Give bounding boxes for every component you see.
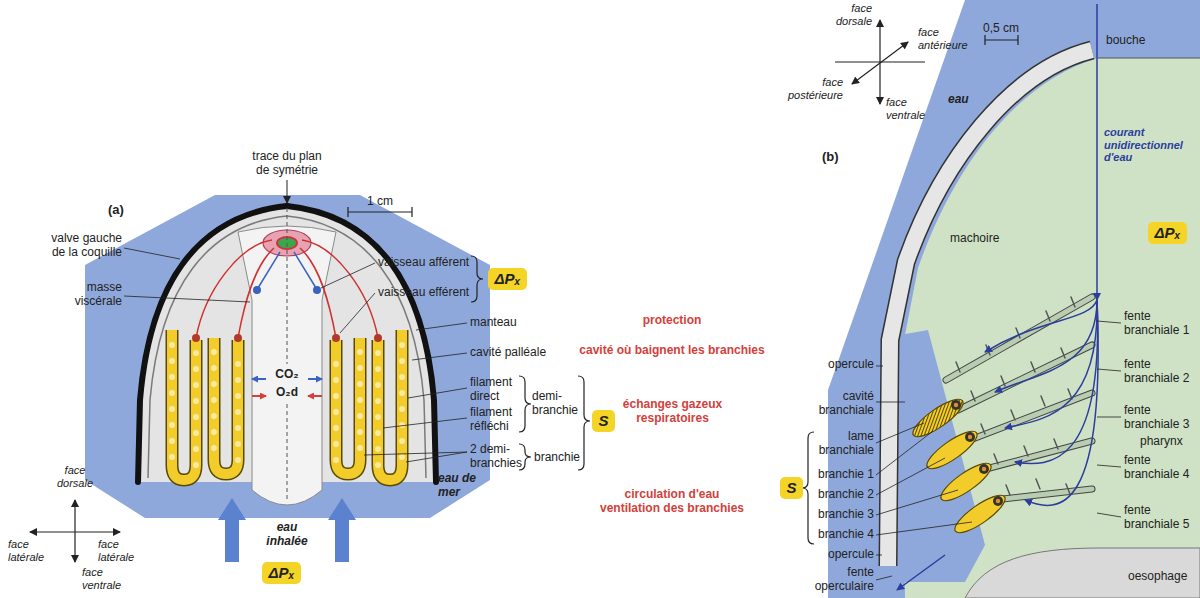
part-label: branchie 4 [804, 528, 874, 542]
badge-text: ΔPₓ [268, 563, 294, 583]
part-label: filament direct [470, 376, 524, 404]
part-label: CO₂ [267, 368, 307, 382]
part-label: courant unidirectionnel d'eau [1104, 126, 1196, 164]
part-label: fente branchiale 3 [1124, 404, 1196, 432]
surface-badge: S [592, 410, 615, 432]
axis-label: face antérieure [918, 26, 982, 51]
part-label: manteau [470, 316, 517, 330]
panel-letter: (b) [822, 150, 839, 165]
function-label: cavité où baignent les branchies [562, 344, 782, 358]
part-label: 2 demi-branchies [470, 443, 524, 471]
part-label: opercule [810, 358, 874, 372]
badge-text: ΔPₓ [1154, 223, 1180, 243]
part-label: oesophage [1128, 570, 1187, 584]
part-label: masse viscérale [62, 281, 122, 309]
part-label: fente branchiale 4 [1124, 454, 1196, 482]
part-label: fente operculaire [804, 566, 874, 594]
badge-text: ΔPₓ [494, 269, 520, 289]
part-label: demi-branchie [532, 390, 580, 418]
part-label: 1 cm [355, 195, 405, 209]
part-label: pharynx [1140, 435, 1183, 449]
surface-badge: S [780, 477, 803, 499]
part-label: filament réfléchi [470, 406, 524, 434]
axis-label: face ventrale [886, 96, 936, 121]
part-label: machoire [950, 232, 999, 246]
badge-text: S [598, 411, 608, 431]
part-label: fente branchiale 2 [1124, 358, 1196, 386]
panel-letter: (a) [108, 203, 124, 218]
axis-label: face dorsale [50, 464, 100, 489]
axis-label: face postérieure [779, 76, 843, 101]
part-label: O₂d [267, 386, 307, 400]
part-label: bouche [1106, 34, 1145, 48]
pressure-badge: ΔPₓ [488, 268, 527, 290]
part-label: branchie [534, 451, 580, 465]
axis-label: face dorsale [822, 2, 872, 27]
function-label: protection [562, 314, 782, 328]
part-label: opercule [810, 548, 874, 562]
part-label: branchie 3 [804, 508, 874, 522]
axis-label: face latérale [8, 538, 54, 563]
part-label: cavité palléale [470, 346, 546, 360]
part-label: vaisseau efférent [378, 286, 469, 300]
part-label: valve gauche de la coquille [40, 232, 122, 260]
function-label: circulation d'eau ventilation des branch… [596, 488, 748, 516]
part-label: trace du plan de symétrie [247, 150, 327, 178]
part-label: lame branchiale [810, 430, 874, 458]
part-label: fente branchiale 1 [1124, 310, 1196, 338]
part-label: cavité branchiale [810, 390, 874, 418]
part-label: branchie 2 [804, 488, 874, 502]
function-label: échanges gazeux respiratoires [610, 398, 735, 426]
part-label: vaisseau afférent [378, 256, 469, 270]
part-label: eau [948, 93, 969, 107]
axis-label: face ventrale [82, 566, 128, 591]
part-label: eau de mer [438, 472, 486, 500]
axis-label: face latérale [98, 538, 144, 563]
badge-text: S [786, 478, 796, 498]
pressure-badge: ΔPₓ [262, 562, 301, 584]
pressure-badge: ΔPₓ [1148, 222, 1187, 244]
part-label: fente branchiale 5 [1124, 504, 1196, 532]
part-label: 0,5 cm [976, 22, 1026, 36]
part-label: branchie 1 [804, 468, 874, 482]
part-label: eau inhalée [257, 521, 317, 549]
